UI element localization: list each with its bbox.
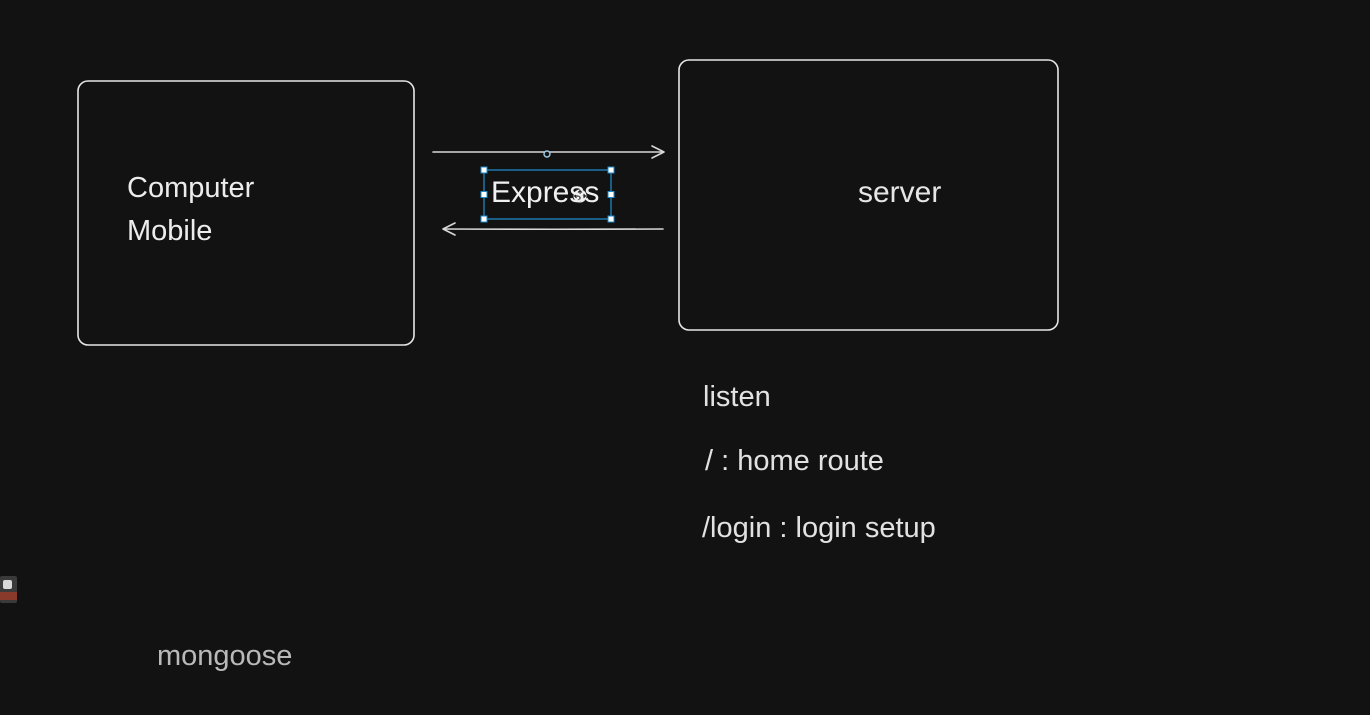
request-arrow[interactable] bbox=[432, 145, 665, 159]
arrow-midpoint-handle[interactable] bbox=[543, 150, 551, 158]
mongoose-note: mongoose bbox=[157, 640, 293, 672]
note-login-route: /login : login setup bbox=[702, 512, 936, 544]
server-label: server bbox=[858, 176, 942, 209]
selection-frame[interactable] bbox=[480, 166, 615, 223]
note-listen: listen bbox=[703, 381, 771, 413]
resize-handle-right[interactable] bbox=[607, 191, 615, 198]
move-cursor-icon bbox=[572, 188, 588, 204]
express-label[interactable]: Express bbox=[491, 176, 600, 209]
note-home-route: / : home route bbox=[705, 445, 884, 477]
client-box-label: Computer Mobile bbox=[127, 167, 254, 253]
server-box[interactable] bbox=[678, 59, 1059, 331]
resize-handle-top-right[interactable] bbox=[607, 166, 615, 174]
client-label-computer: Computer bbox=[127, 172, 255, 204]
client-label-mobile: Mobile bbox=[127, 215, 213, 247]
resize-handle-bottom-right[interactable] bbox=[607, 215, 615, 223]
resize-handle-top-left[interactable] bbox=[480, 166, 488, 174]
response-arrow[interactable] bbox=[442, 222, 664, 236]
resize-handle-left[interactable] bbox=[480, 191, 488, 198]
client-box[interactable] bbox=[77, 80, 415, 346]
presenter-thumbnail bbox=[0, 576, 17, 603]
resize-handle-bottom-left[interactable] bbox=[480, 215, 488, 223]
